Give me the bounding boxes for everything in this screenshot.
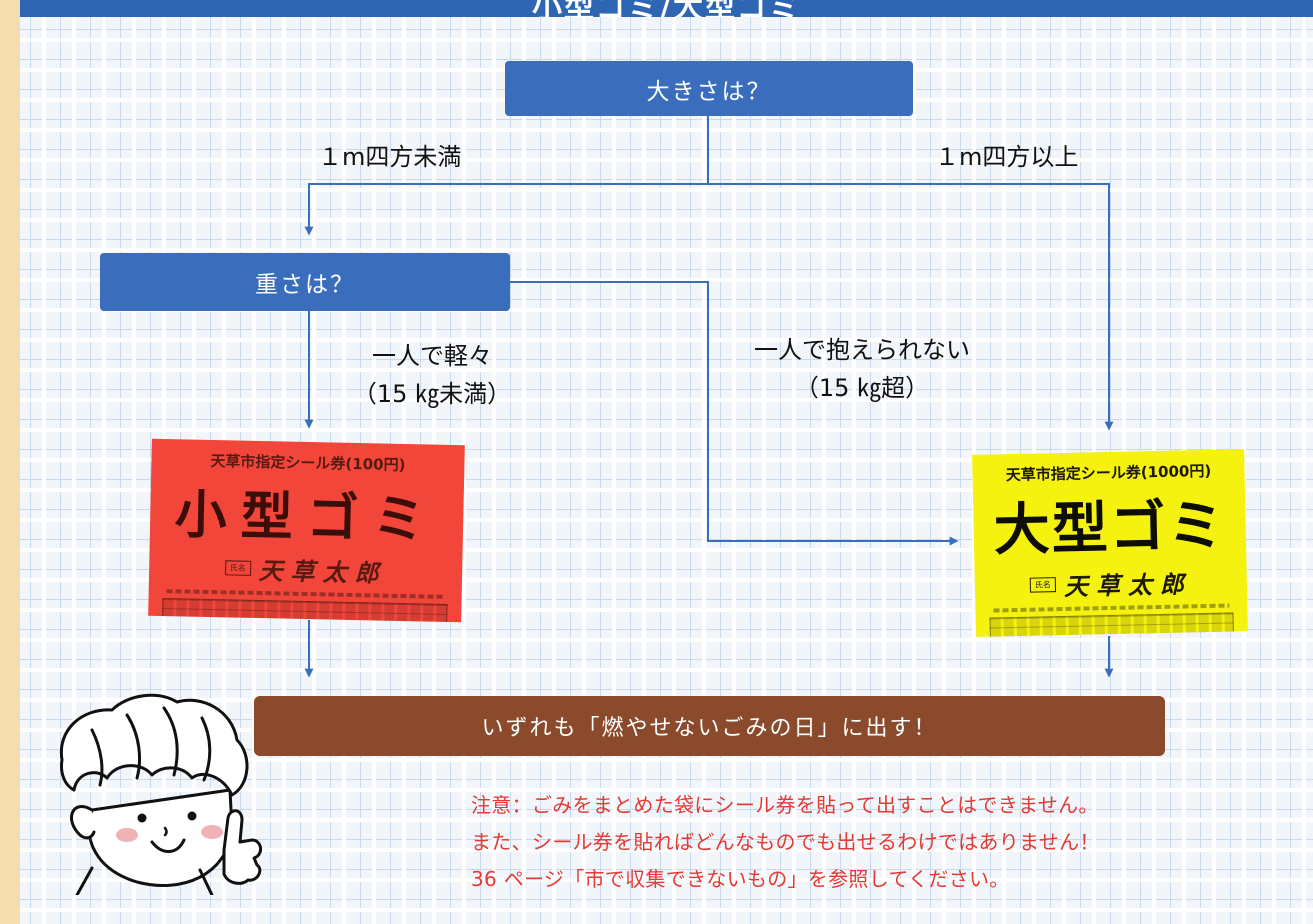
size-large-label: １m四方以上: [935, 143, 1079, 171]
small-sticker-name-label: 氏名: [224, 560, 251, 576]
result-box: いずれも「燃やせないごみの日」に出す！: [254, 696, 1165, 756]
large-sticker-name: 天草太郎: [1063, 569, 1193, 601]
size-question-box: 大きさは？: [505, 61, 913, 116]
page-title: 小型ゴミ/大型ゴミ: [20, 0, 1313, 17]
large-sticker-title: 大型ゴミ: [993, 493, 1227, 564]
child-thumbs-up-icon: [59, 693, 262, 895]
large-sticker-name-label: 氏名: [1029, 577, 1057, 593]
weight-question-box: 重さは？: [100, 253, 510, 311]
left-margin-strip: [0, 0, 20, 924]
small-garbage-sticker: 天草市指定シール券(100円) 小型ゴミ 氏名 天草太郎: [148, 438, 465, 623]
small-sticker-title: 小型ゴミ: [174, 485, 440, 551]
header-bar: 小型ゴミ/大型ゴミ: [20, 0, 1313, 17]
weight-light-label-line1: 一人で軽々: [372, 342, 492, 370]
connector-size-large: [708, 183, 1114, 431]
large-sticker-name-row: 氏名 天草太郎: [975, 563, 1248, 604]
caution-note: 注意：ごみをまとめた袋にシール券を貼って出すことはできません。 また、シール券を…: [471, 787, 1100, 898]
connector-weight-heavy: [510, 281, 959, 546]
weight-light-label: 一人で軽々 （15 ㎏未満）: [332, 337, 532, 413]
weight-light-label-line2: （15 ㎏未満）: [352, 380, 512, 408]
small-sticker-fine-print: [166, 589, 444, 599]
size-small-label: １m四方未満: [318, 143, 462, 171]
weight-heavy-label-line2: （15 ㎏超）: [794, 374, 930, 402]
caution-note-line2: また、シール券を貼ればどんなものでも出せるわけではありません！: [471, 830, 1100, 854]
caution-note-line3: 36 ページ「市で収集できないもの」を参照してください。: [471, 867, 1010, 891]
large-garbage-sticker: 天草市指定シール券(1000円) 大型ゴミ 氏名 天草太郎: [972, 449, 1248, 637]
weight-heavy-label: 一人で抱えられない （15 ㎏超）: [722, 331, 1002, 407]
small-sticker-name-row: 氏名 天草太郎: [149, 549, 463, 591]
connector-size-small: [304, 183, 708, 236]
large-sticker-fine-print: [993, 603, 1230, 613]
small-sticker-name: 天草太郎: [258, 556, 387, 588]
caution-note-line1: 注意：ごみをまとめた袋にシール券を貼って出すことはできません。: [471, 793, 1099, 817]
weight-heavy-label-line1: 一人で抱えられない: [754, 336, 970, 364]
